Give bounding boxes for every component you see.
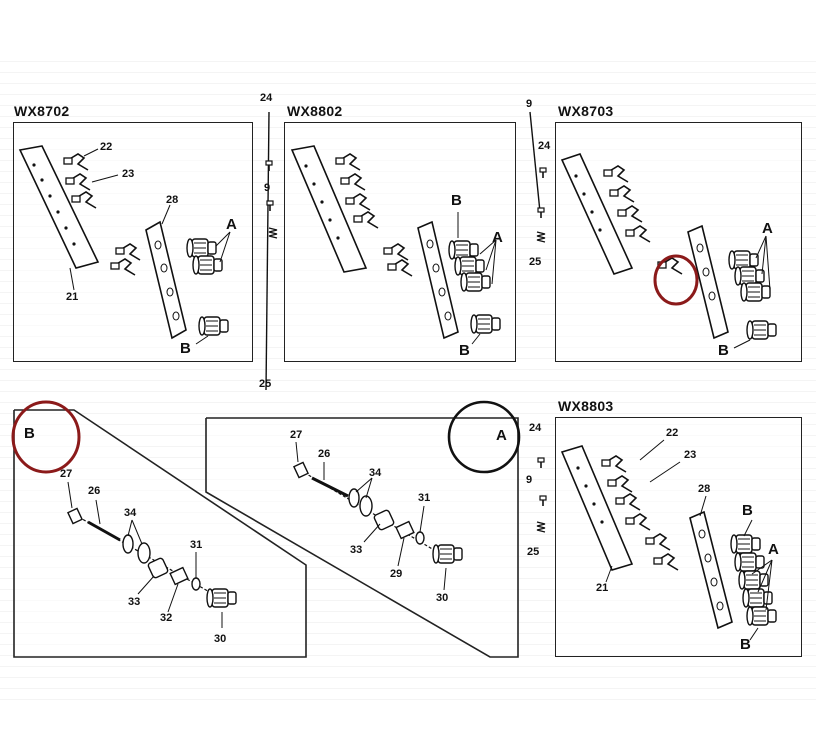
part-label-34: 34 xyxy=(124,507,137,519)
part-label-32: 32 xyxy=(160,612,173,624)
part-label-21: 21 xyxy=(66,291,79,303)
hardware-label-24: 24 xyxy=(260,92,273,104)
part-label-22: 22 xyxy=(100,141,113,153)
hardware-label-25: 25 xyxy=(527,546,540,558)
panel-title-wx8702: WX8702 xyxy=(14,103,70,119)
wx8703-mounting-plate xyxy=(560,153,634,275)
part-label-b-top: B xyxy=(451,192,462,209)
wx8702-bracket-28 xyxy=(145,220,187,340)
part-label-33: 33 xyxy=(350,544,363,556)
part-label-21: 21 xyxy=(596,582,609,594)
part-label-23: 23 xyxy=(684,449,697,461)
panel-title-wx8703: WX8703 xyxy=(558,103,614,119)
part-label-b-bottom: B xyxy=(459,342,470,359)
part-label-26: 26 xyxy=(318,448,331,460)
highlight-circle-detail-b xyxy=(11,400,81,474)
part-label-22: 22 xyxy=(666,427,679,439)
panel-title-wx8803: WX8803 xyxy=(558,398,614,414)
hardware-label-25: 25 xyxy=(259,378,272,390)
panel-title-wx8802: WX8802 xyxy=(287,103,343,119)
part-label-30: 30 xyxy=(436,592,449,604)
wx8802-bracket xyxy=(417,220,459,340)
part-label-29: 29 xyxy=(390,568,403,580)
part-label-31: 31 xyxy=(418,492,431,504)
part-label-b: B xyxy=(718,342,729,359)
part-label-28: 28 xyxy=(698,483,711,495)
part-label-b-bottom: B xyxy=(740,636,751,653)
wx8702-mounting-plate xyxy=(18,145,100,269)
detail-a-outline xyxy=(205,417,519,658)
part-label-a: A xyxy=(226,216,237,233)
detail-a-exploded-parts xyxy=(293,461,463,564)
part-label-b-top: B xyxy=(742,502,753,519)
part-label-33: 33 xyxy=(128,596,141,608)
part-label-34: 34 xyxy=(369,467,382,479)
part-label-24: 24 xyxy=(538,140,551,152)
part-label-a: A xyxy=(492,229,503,246)
highlight-circle-detail-a xyxy=(447,400,521,474)
part-label-26: 26 xyxy=(88,485,101,497)
part-label-b: B xyxy=(180,340,191,357)
detail-b-title: B xyxy=(24,425,35,442)
part-label-28: 28 xyxy=(166,194,179,206)
part-label-31: 31 xyxy=(190,539,203,551)
hardware-label-9: 9 xyxy=(526,98,533,110)
wx8802-mounting-plate xyxy=(290,145,368,273)
wx8803-bracket-28 xyxy=(689,510,733,630)
part-label-27: 27 xyxy=(290,429,303,441)
hardware-label-24: 24 xyxy=(529,422,542,434)
part-label-a: A xyxy=(762,220,773,237)
part-label-25: 25 xyxy=(529,256,542,268)
part-label-23: 23 xyxy=(122,168,135,180)
part-label-a: A xyxy=(768,541,779,558)
part-label-30: 30 xyxy=(214,633,227,645)
detail-a-title: A xyxy=(496,427,507,444)
hardware-label-9: 9 xyxy=(526,474,533,486)
highlight-circle-wx8703 xyxy=(653,254,699,306)
hardware-label-9: 9 xyxy=(264,182,271,194)
wx8703-bracket xyxy=(687,224,729,340)
part-label-27: 27 xyxy=(60,468,73,480)
detail-b-exploded-parts xyxy=(67,507,237,608)
wx8803-mounting-plate xyxy=(560,445,634,571)
